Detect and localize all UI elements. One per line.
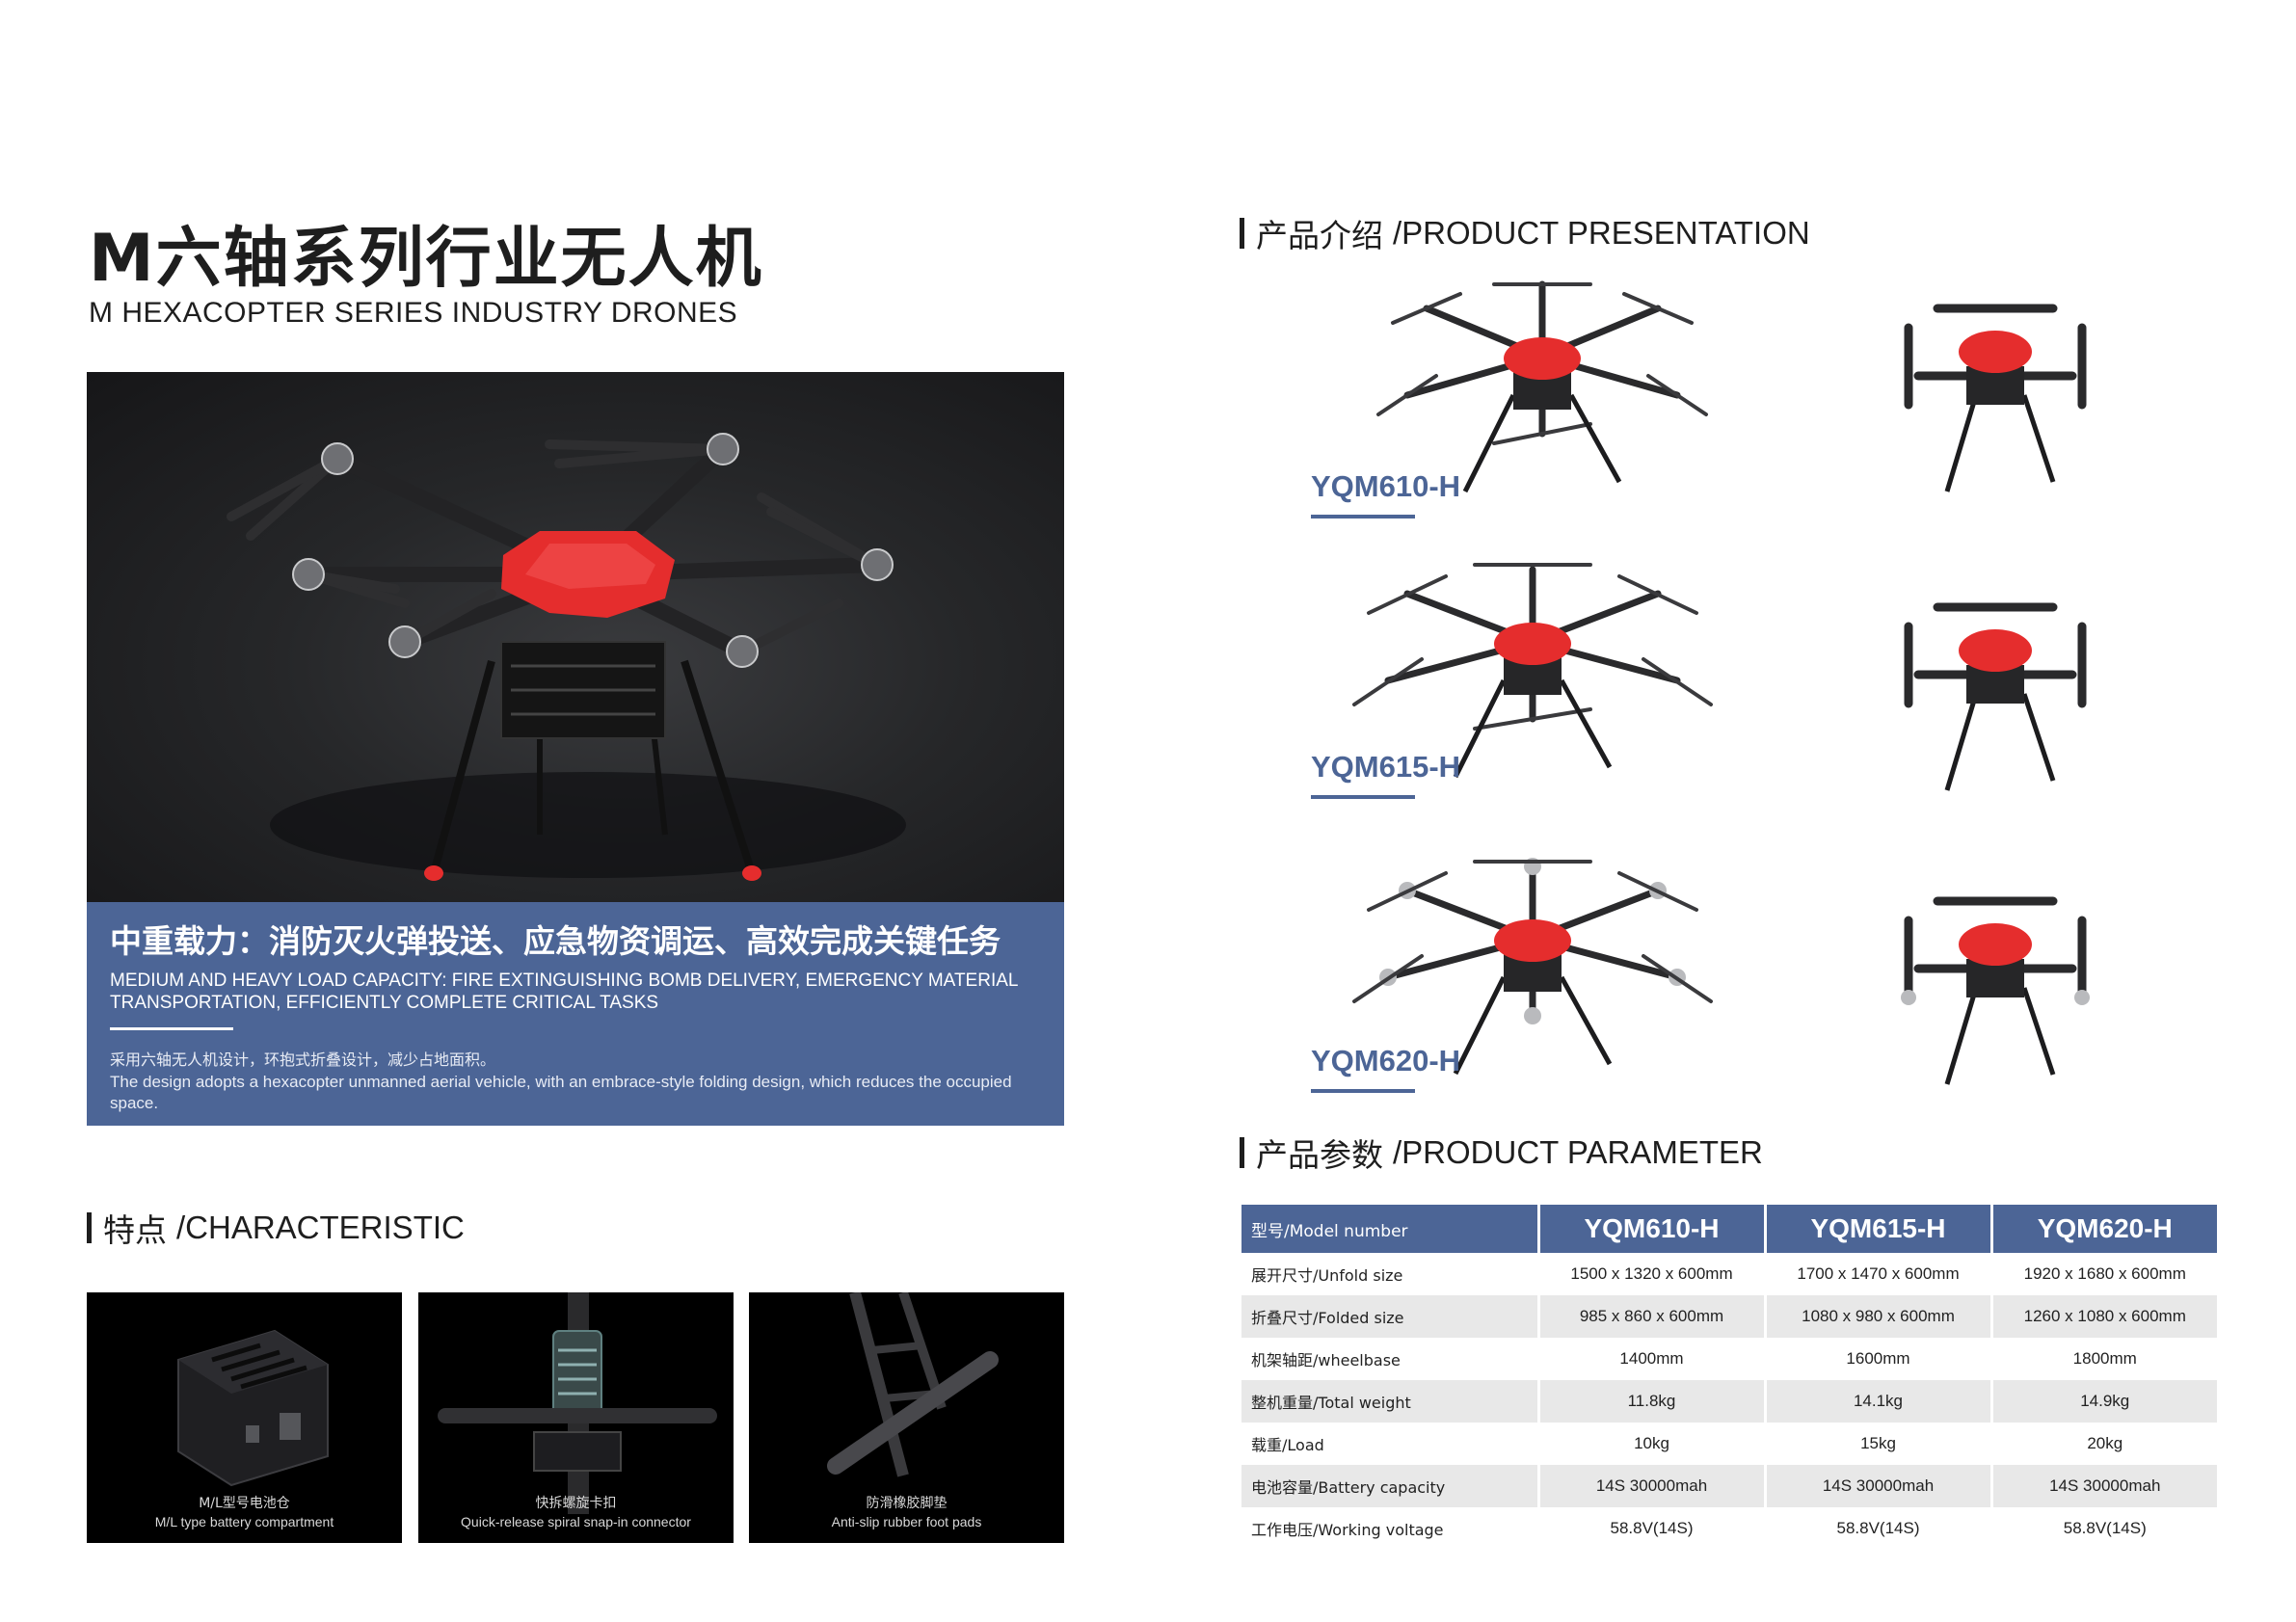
table-row: 整机重量/Total weight 11.8kg 14.1kg 14.9kg <box>1241 1380 2217 1423</box>
feature-card-battery-en: M/L type battery compartment <box>154 1514 334 1529</box>
hero-panel: 中重载力：消防灭火弹投送、应急物资调运、高效完成关键任务 MEDIUM AND … <box>87 372 1064 1126</box>
model-label-yqm615: YQM615-H <box>1311 750 1461 784</box>
drone-unfolded-yqm610 <box>1376 280 1708 493</box>
hexacopter-illustration <box>227 433 906 881</box>
feature-card-connector: 快拆螺旋卡扣 Quick-release spiral snap-in conn… <box>418 1292 734 1543</box>
feature-card-footpads-en: Anti-slip rubber foot pads <box>831 1514 982 1529</box>
hero-headline-cn: 中重载力：消防灭火弹投送、应急物资调运、高效完成关键任务 <box>110 922 1001 960</box>
characteristic-heading-en: /CHARACTERISTIC <box>176 1210 465 1245</box>
parameter-heading: 产品参数 /PRODUCT PARAMETER <box>1240 1130 1763 1176</box>
table-cell: 985 x 860 x 600mm <box>1538 1295 1767 1338</box>
characteristic-heading: 特点 /CHARACTERISTIC <box>87 1205 465 1251</box>
model-underline <box>1311 795 1415 799</box>
table-cell: 1080 x 980 x 600mm <box>1765 1295 1993 1338</box>
feature-card-footpads-cn: 防滑橡胶脚垫 <box>866 1496 948 1511</box>
table-cell: 58.8V(14S) <box>2063 1519 2147 1537</box>
hero-drone-photo <box>87 372 1064 902</box>
presentation-heading: 产品介绍 /PRODUCT PRESENTATION <box>1240 210 1810 256</box>
characteristic-heading-cn: 特点 <box>103 1211 167 1249</box>
foot-pad-icon <box>827 1292 999 1477</box>
table-cell: 14.1kg <box>1765 1380 1993 1423</box>
feature-card-connector-en: Quick-release spiral snap-in connector <box>461 1514 691 1529</box>
hero-description-en: The design adopts a hexacopter unmanned … <box>110 1073 1012 1112</box>
spiral-connector-icon <box>438 1292 717 1514</box>
table-cell: 1800mm <box>2072 1349 2137 1368</box>
row-label: 载重/Load <box>1241 1423 1540 1465</box>
hero-caption-band: 中重载力：消防灭火弹投送、应急物资调运、高效完成关键任务 MEDIUM AND … <box>87 902 1064 1126</box>
model-label-yqm620: YQM620-H <box>1311 1044 1461 1077</box>
drone-folded-yqm610 <box>1904 304 2087 492</box>
table-cell: 1400mm <box>1538 1338 1767 1380</box>
row-label: 电池容量/Battery capacity <box>1241 1465 1540 1507</box>
feature-card-battery: M/L型号电池仓 M/L type battery compartment <box>87 1292 402 1543</box>
table-header-yqm615: YQM615-H <box>1765 1205 1993 1253</box>
table-cell: 1920 x 1680 x 600mm <box>2023 1264 2186 1283</box>
hero-description-cn: 采用六轴无人机设计，环抱式折叠设计，减少占地面积。 <box>110 1050 496 1069</box>
row-label: 工作电压/Working voltage <box>1241 1507 1540 1550</box>
drone-folded-yqm615 <box>1904 602 2087 791</box>
table-row: 展开尺寸/Unfold size 1500 x 1320 x 600mm 170… <box>1241 1253 2217 1295</box>
table-header-yqm620: YQM620-H <box>1991 1205 2217 1253</box>
feature-card-footpads: 防滑橡胶脚垫 Anti-slip rubber foot pads <box>749 1292 1064 1543</box>
row-label: 整机重量/Total weight <box>1241 1380 1540 1423</box>
row-label: 机架轴距/wheelbase <box>1241 1338 1540 1380</box>
table-cell: 1600mm <box>1765 1338 1993 1380</box>
table-cell: 14S 30000mah <box>1538 1465 1767 1507</box>
row-label: 折叠尺寸/Folded size <box>1241 1295 1540 1338</box>
heading-bar <box>87 1212 92 1243</box>
table-cell: 1700 x 1470 x 600mm <box>1765 1253 1993 1295</box>
drone-folded-yqm620 <box>1901 896 2090 1085</box>
table-cell: 10kg <box>1538 1423 1767 1465</box>
table-row: 机架轴距/wheelbase 1400mm 1600mm 1800mm <box>1241 1338 2217 1380</box>
table-cell: 1260 x 1080 x 600mm <box>1991 1295 2217 1338</box>
battery-compartment-icon <box>177 1329 329 1487</box>
page-title: M六轴系列行业无人机 <box>89 221 763 297</box>
table-cell: 14S 30000mah <box>1765 1465 1993 1507</box>
drone-unfolded-yqm615 <box>1352 563 1713 779</box>
parameter-table: 型号/Model number YQM610-H YQM615-H YQM620… <box>1241 1205 2217 1550</box>
table-cell: 58.8V(14S) <box>1538 1507 1767 1550</box>
table-header-row: 型号/Model number YQM610-H YQM615-H YQM620… <box>1241 1205 2217 1253</box>
table-cell: 15kg <box>1765 1423 1993 1465</box>
parameter-heading-en: /PRODUCT PARAMETER <box>1393 1134 1763 1170</box>
drone-unfolded-yqm620 <box>1352 858 1713 1076</box>
model-underline <box>1311 1089 1415 1093</box>
table-row: 工作电压/Working voltage 58.8V(14S) 58.8V(14… <box>1241 1507 2217 1550</box>
table-cell: 14.9kg <box>1991 1380 2217 1423</box>
table-cell: 58.8V(14S) <box>1765 1507 1993 1550</box>
table-header-yqm610: YQM610-H <box>1538 1205 1767 1253</box>
table-row: 载重/Load 10kg 15kg 20kg <box>1241 1423 2217 1465</box>
table-row: 折叠尺寸/Folded size 985 x 860 x 600mm 1080 … <box>1241 1295 2217 1338</box>
hero-headline-en: MEDIUM AND HEAVY LOAD CAPACITY: FIRE EXT… <box>110 971 1018 1013</box>
page-subtitle: M HEXACOPTER SERIES INDUSTRY DRONES <box>89 297 738 329</box>
feature-card-battery-cn: M/L型号电池仓 <box>199 1496 290 1511</box>
parameter-heading-cn: 产品参数 <box>1256 1136 1383 1174</box>
heading-bar <box>1240 218 1244 249</box>
presentation-heading-en: /PRODUCT PRESENTATION <box>1393 215 1810 251</box>
feature-card-connector-cn: 快拆螺旋卡扣 <box>535 1496 617 1511</box>
hero-divider <box>110 1027 233 1030</box>
row-label: 展开尺寸/Unfold size <box>1241 1253 1540 1295</box>
model-underline <box>1311 515 1415 519</box>
table-row: 电池容量/Battery capacity 14S 30000mah 14S 3… <box>1241 1465 2217 1507</box>
table-cell: 20kg <box>2087 1434 2123 1452</box>
model-label-yqm610: YQM610-H <box>1311 469 1461 503</box>
table-cell: 11.8kg <box>1538 1380 1767 1423</box>
table-cell: 14S 30000mah <box>1991 1465 2217 1507</box>
table-header-model-number: 型号/Model number <box>1241 1205 1540 1253</box>
heading-bar <box>1240 1137 1244 1168</box>
table-cell: 1500 x 1320 x 600mm <box>1538 1253 1767 1295</box>
presentation-heading-cn: 产品介绍 <box>1256 217 1383 254</box>
